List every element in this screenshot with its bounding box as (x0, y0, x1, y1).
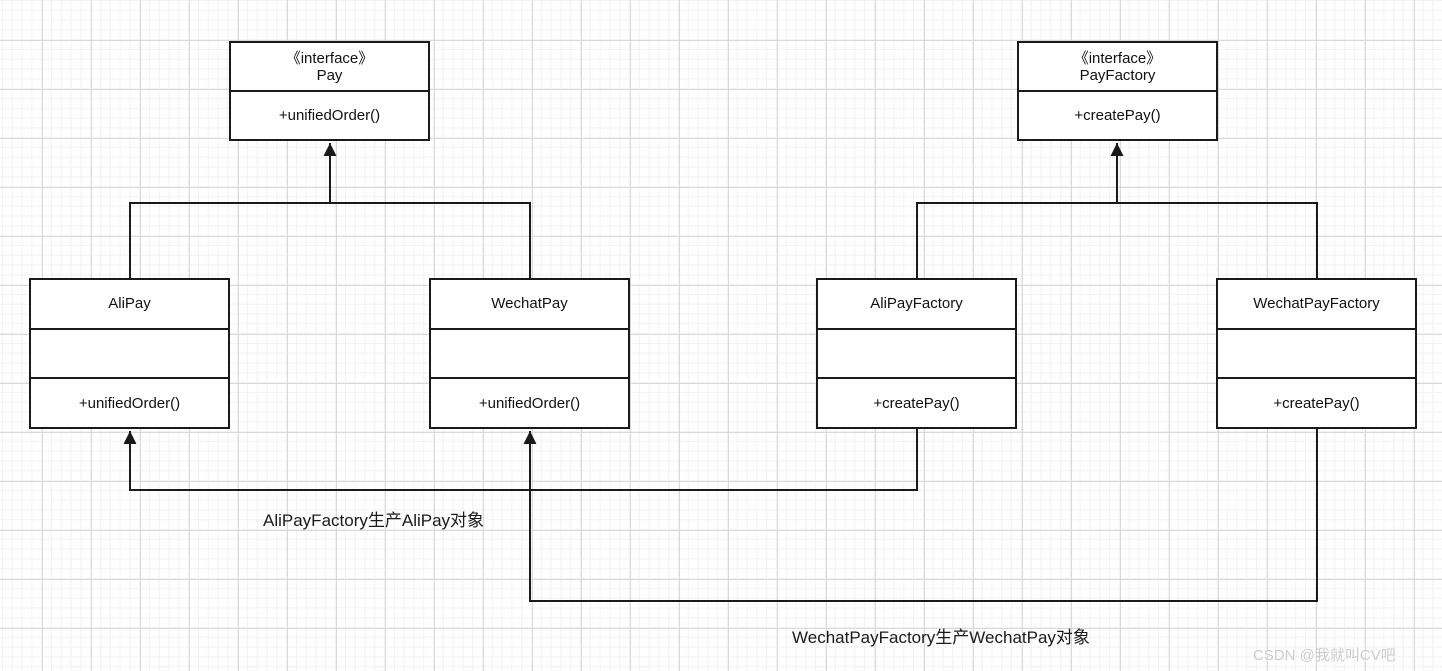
interface-header: 《interface》 Pay (231, 43, 428, 90)
stereotype-label: 《interface》 (285, 49, 374, 67)
method-compartment: +unifiedOrder() (31, 377, 228, 427)
attributes-compartment (31, 327, 228, 378)
attributes-compartment (431, 327, 628, 378)
method-label: +createPay() (1273, 394, 1360, 412)
watermark-csdn: CSDN @我就叫CV吧 (1253, 647, 1396, 664)
interface-box-pay[interactable]: 《interface》 Pay +unifiedOrder() (229, 41, 430, 141)
inheritance-bracket-payfactory[interactable] (916, 202, 1318, 278)
class-box-alipayfactory[interactable]: AliPayFactory +createPay() (816, 278, 1017, 429)
annotation-wechatpayfactory[interactable]: WechatPayFactory生产WechatPay对象 (792, 628, 1090, 647)
method-compartment: +createPay() (818, 377, 1015, 427)
method-label: +unifiedOrder() (78, 394, 181, 412)
class-name-label: AliPay (108, 295, 151, 313)
class-title: WechatPay (431, 280, 628, 328)
dependency-edge-wechatpayfactory-wechatpay[interactable] (523, 429, 1318, 602)
class-box-wechatpay[interactable]: WechatPay +unifiedOrder() (429, 278, 630, 429)
interface-name-label: PayFactory (1079, 66, 1156, 84)
class-box-wechatpayfactory[interactable]: WechatPayFactory +createPay() (1216, 278, 1417, 429)
class-name-label: WechatPay (491, 295, 568, 313)
class-name-label: WechatPayFactory (1253, 295, 1380, 313)
interface-header: 《interface》 PayFactory (1019, 43, 1216, 90)
class-title: WechatPayFactory (1218, 280, 1415, 328)
class-title: AliPay (31, 280, 228, 328)
stereotype-label: 《interface》 (1073, 49, 1162, 67)
method-label: +unifiedOrder() (278, 107, 381, 124)
inheritance-bracket-pay[interactable] (129, 202, 531, 278)
method-compartment: +createPay() (1019, 90, 1216, 139)
method-compartment: +unifiedOrder() (231, 90, 428, 139)
attributes-compartment (1218, 327, 1415, 378)
class-title: AliPayFactory (818, 280, 1015, 328)
method-label: +unifiedOrder() (478, 394, 581, 412)
method-compartment: +unifiedOrder() (431, 377, 628, 427)
dependency-edge-alipayfactory-alipay[interactable] (123, 429, 918, 491)
class-name-label: AliPayFactory (870, 295, 963, 313)
method-compartment: +createPay() (1218, 377, 1415, 427)
attributes-compartment (818, 327, 1015, 378)
method-label: +createPay() (1074, 107, 1161, 124)
interface-name-label: Pay (316, 66, 343, 84)
class-box-alipay[interactable]: AliPay +unifiedOrder() (29, 278, 230, 429)
method-label: +createPay() (873, 394, 960, 412)
annotation-alipayfactory[interactable]: AliPayFactory生产AliPay对象 (263, 511, 485, 530)
interface-box-payfactory[interactable]: 《interface》 PayFactory +createPay() (1017, 41, 1218, 141)
